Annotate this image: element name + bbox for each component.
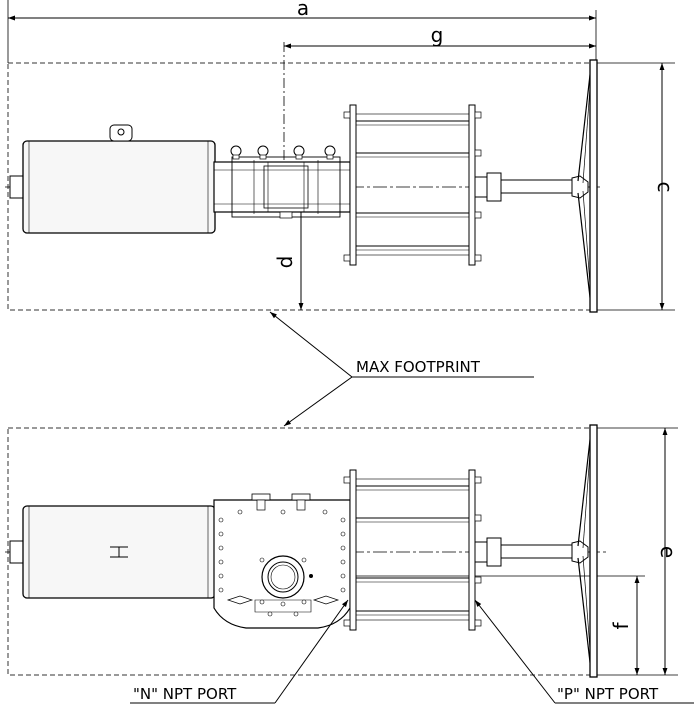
dimension-f: f bbox=[310, 575, 645, 675]
dimension-a-label: a bbox=[297, 0, 309, 20]
max-footprint-callout: MAX FOOTPRINT bbox=[269, 311, 534, 427]
dimension-f-label: f bbox=[609, 622, 633, 630]
bottom-handwheel bbox=[474, 424, 598, 678]
p-port-label: "P" NPT PORT bbox=[557, 685, 659, 703]
p-port-callout: "P" NPT PORT bbox=[474, 599, 694, 704]
n-port-label: "N" NPT PORT bbox=[133, 685, 237, 703]
bottom-view: e f bbox=[5, 424, 694, 704]
dimension-a: a bbox=[7, 0, 597, 63]
dimension-c: c bbox=[596, 62, 677, 311]
top-cylinder bbox=[9, 124, 216, 234]
bottom-center-housing bbox=[213, 493, 351, 629]
bottom-cylinder bbox=[9, 505, 216, 599]
dimension-e: e bbox=[596, 427, 680, 676]
top-handwheel bbox=[474, 59, 598, 313]
top-view: a g c d bbox=[5, 0, 677, 313]
top-gear-cage bbox=[343, 104, 482, 266]
n-port-callout: "N" NPT PORT bbox=[130, 599, 349, 704]
dimension-e-label: e bbox=[656, 546, 680, 558]
dimension-g: g bbox=[283, 23, 596, 185]
dimension-g-label: g bbox=[431, 23, 444, 47]
max-footprint-label: MAX FOOTPRINT bbox=[356, 358, 481, 376]
dimension-d-label: d bbox=[273, 256, 297, 269]
bottom-gear-cage bbox=[343, 469, 482, 631]
dimension-c-label: c bbox=[653, 182, 677, 193]
top-center-housing bbox=[213, 145, 351, 219]
top-footprint-box bbox=[7, 62, 597, 311]
bottom-footprint-box bbox=[7, 427, 597, 676]
